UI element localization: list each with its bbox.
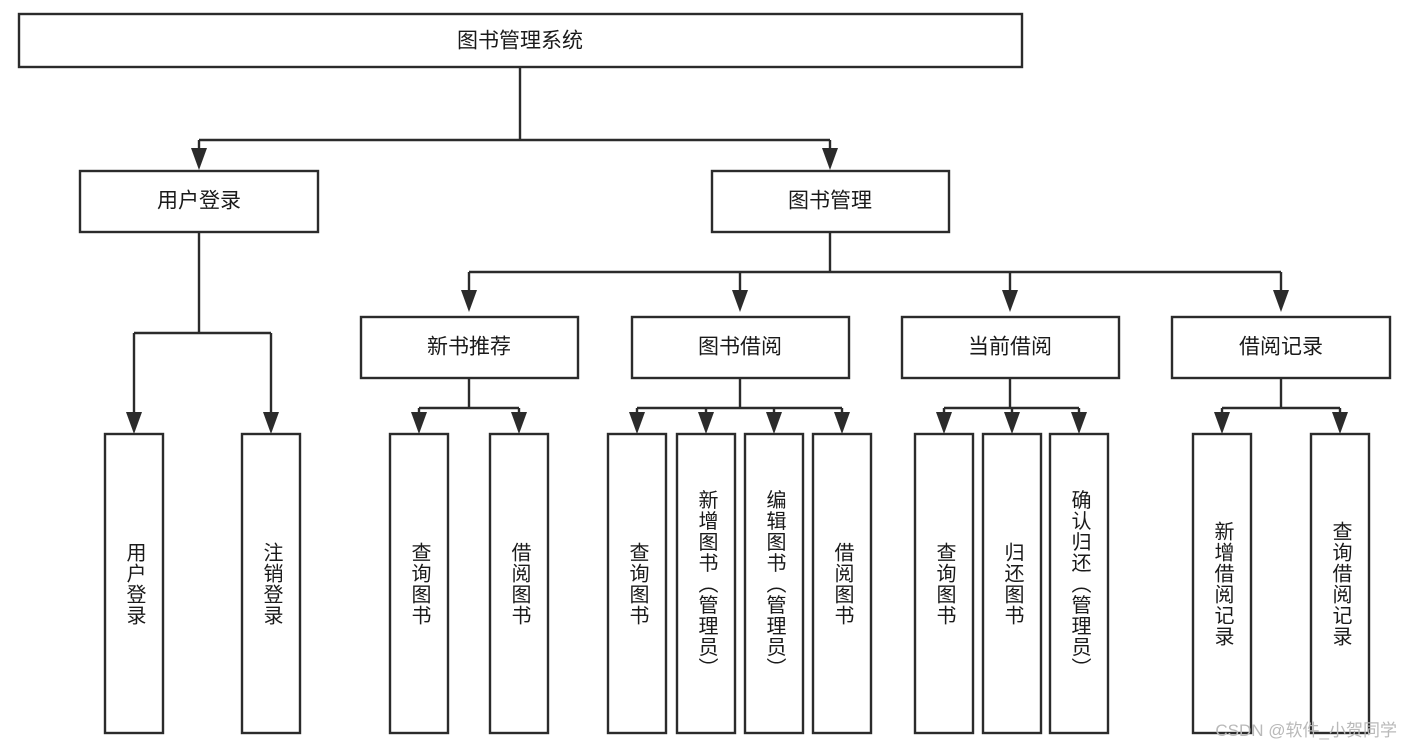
node-new-book-recommend[interactable]: 新书推荐: [359, 315, 580, 380]
leaf-borrow-record-0[interactable]: 新增借阅记录: [1191, 432, 1253, 735]
leaf-label: 归还图书: [1001, 542, 1024, 626]
node-current-borrow[interactable]: 当前借阅: [900, 315, 1121, 380]
arrow-icon: [461, 290, 477, 312]
arrow-icon: [1273, 290, 1289, 312]
leaf-label: 借阅图书: [831, 542, 854, 626]
node-borrow-record-label: 借阅记录: [1239, 336, 1323, 359]
node-current-borrow-label: 当前借阅: [968, 336, 1052, 359]
node-book-management[interactable]: 图书管理: [710, 169, 951, 234]
arrow-icon: [1002, 290, 1018, 312]
leaf-current-borrow-1[interactable]: 归还图书: [981, 432, 1043, 735]
arrow-icon: [263, 412, 279, 434]
leaf-label: 查询借阅记录: [1329, 521, 1352, 647]
leaf-label: 新增图书（管理员）: [695, 489, 718, 678]
connector-bookmgmt-to-level3: [461, 232, 1289, 312]
leaf-label: 查询图书: [933, 542, 956, 626]
arrow-icon: [411, 412, 427, 434]
node-user-login-label: 用户登录: [157, 190, 241, 213]
connector-root-to-level2: [191, 67, 838, 170]
connector-userlogin-to-leaves: [126, 232, 279, 434]
leaf-label: 查询图书: [626, 542, 649, 626]
arrow-icon: [1004, 412, 1020, 434]
arrow-icon: [1071, 412, 1087, 434]
leaf-label: 用户登录: [123, 542, 146, 626]
arrow-icon: [732, 290, 748, 312]
leaf-label: 确认归还（管理员）: [1068, 489, 1091, 678]
node-root[interactable]: 图书管理系统: [17, 12, 1024, 69]
arrow-icon: [511, 412, 527, 434]
leaf-new-book-recommend-1[interactable]: 借阅图书: [488, 432, 550, 735]
connector-currentborrow-to-leaves: [936, 378, 1087, 434]
leaf-borrow-record-1[interactable]: 查询借阅记录: [1309, 432, 1371, 735]
arrow-icon: [191, 148, 207, 170]
leaf-current-borrow-0[interactable]: 查询图书: [913, 432, 975, 735]
node-root-label: 图书管理系统: [457, 30, 583, 53]
connector-borrowrecord-to-leaves: [1214, 378, 1348, 434]
leaf-book-borrow-3[interactable]: 借阅图书: [811, 432, 873, 735]
connector-bookborrow-to-leaves: [629, 378, 850, 434]
arrow-icon: [1214, 412, 1230, 434]
leaf-label: 查询图书: [408, 542, 431, 626]
arrow-icon: [126, 412, 142, 434]
leaf-book-borrow-2[interactable]: 编辑图书（管理员）: [743, 432, 805, 735]
leaf-label: 编辑图书（管理员）: [763, 489, 786, 678]
leaf-user-login-1[interactable]: 注销登录: [240, 432, 302, 735]
arrow-icon: [766, 412, 782, 434]
node-borrow-record[interactable]: 借阅记录: [1170, 315, 1392, 380]
node-book-borrow[interactable]: 图书借阅: [630, 315, 851, 380]
arrow-icon: [936, 412, 952, 434]
connector-newbook-to-leaves: [411, 378, 527, 434]
leaf-book-borrow-1[interactable]: 新增图书（管理员）: [675, 432, 737, 735]
arrow-icon: [629, 412, 645, 434]
watermark: CSDN @软件_小贺同学: [1215, 721, 1397, 740]
leaf-new-book-recommend-0[interactable]: 查询图书: [388, 432, 450, 735]
node-user-login[interactable]: 用户登录: [78, 169, 320, 234]
arrow-icon: [834, 412, 850, 434]
leaf-user-login-0[interactable]: 用户登录: [103, 432, 165, 735]
node-book-borrow-label: 图书借阅: [698, 336, 782, 359]
leaf-current-borrow-2[interactable]: 确认归还（管理员）: [1048, 432, 1110, 735]
arrow-icon: [822, 148, 838, 170]
leaf-label: 借阅图书: [508, 542, 531, 626]
node-book-management-label: 图书管理: [788, 190, 872, 213]
leaf-book-borrow-0[interactable]: 查询图书: [606, 432, 668, 735]
arrow-icon: [1332, 412, 1348, 434]
node-new-book-recommend-label: 新书推荐: [427, 336, 511, 359]
leaf-label: 注销登录: [260, 542, 283, 626]
leaf-label: 新增借阅记录: [1211, 521, 1234, 647]
arrow-icon: [698, 412, 714, 434]
